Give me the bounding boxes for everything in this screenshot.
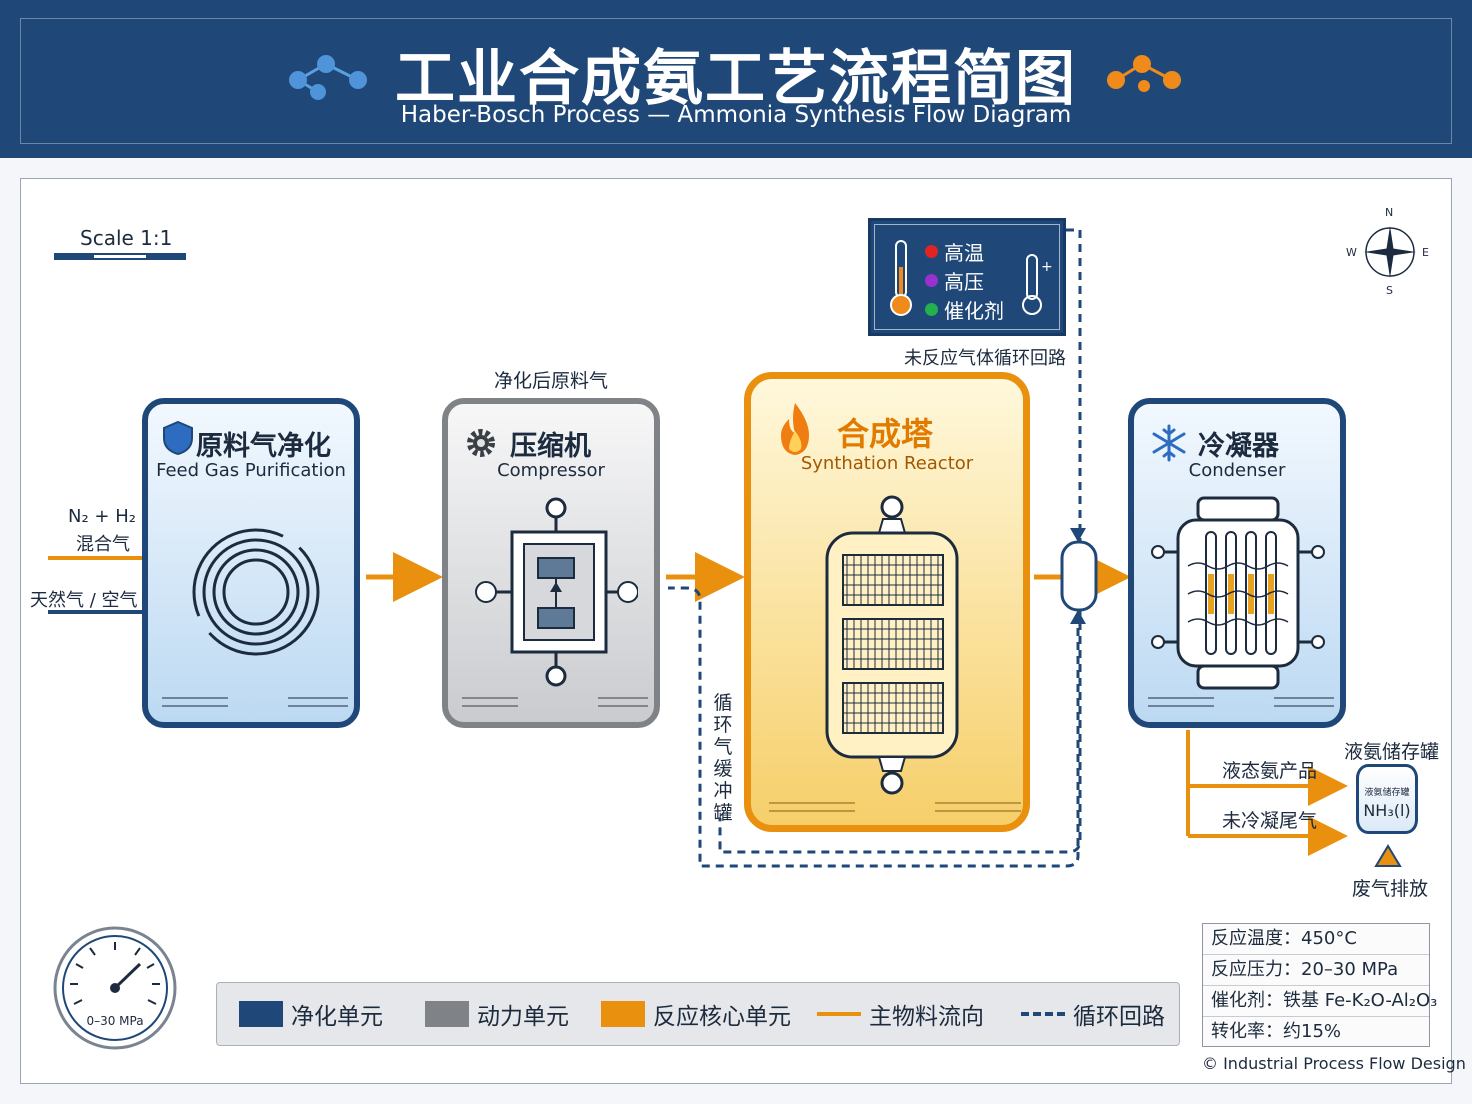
- legend-swatch: [1021, 1012, 1065, 1016]
- unit-purification-en: Feed Gas Purification: [156, 460, 346, 481]
- base-lines: [1148, 697, 1334, 707]
- legend-item: 动力单元: [425, 997, 569, 1031]
- condition-item: 催化剂: [925, 295, 1015, 324]
- unit-purification[interactable]: 原料气净化 Feed Gas Purification: [142, 398, 360, 728]
- storage-tank-label: 液氨储存罐: [1344, 741, 1440, 763]
- unit-compressor-en: Compressor: [497, 460, 605, 481]
- separator-valve: [1060, 528, 1098, 624]
- unit-purification-name: 原料气净化: [196, 431, 331, 462]
- snowflake-icon: [1152, 424, 1186, 462]
- page-title: 工业合成氨工艺流程简图: [395, 44, 1077, 114]
- molecule-orange-icon: [1107, 55, 1181, 92]
- filter-rings-icon: [192, 528, 320, 656]
- unit-condenser[interactable]: 冷凝器 Condenser: [1128, 398, 1346, 728]
- legend-swatch: [601, 1001, 645, 1027]
- input-natural-gas: 天然气 / 空气: [30, 590, 138, 611]
- purified-gas-label: 净化后原料气: [494, 370, 609, 392]
- unit-reactor[interactable]: 合成塔 Synthation Reactor: [744, 372, 1030, 832]
- svg-text:+: +: [1041, 259, 1053, 275]
- thermometer-plus-icon: +: [1022, 254, 1053, 315]
- input-formula: N₂ + H₂: [68, 506, 136, 527]
- unit-compressor[interactable]: 压缩机 Compressor: [442, 398, 660, 728]
- compass-e: E: [1422, 246, 1429, 259]
- param-row: 反应压力：20–30 MPa: [1203, 955, 1429, 986]
- compass-w: W: [1346, 246, 1357, 259]
- header-frame: [20, 18, 1452, 144]
- gear-icon: [467, 429, 495, 457]
- unit-reactor-en: Synthation Reactor: [800, 453, 974, 474]
- legend-item: 主物料流向: [817, 997, 984, 1031]
- input-mix-gas: 混合气: [76, 534, 130, 555]
- condition-item: 高温: [925, 237, 1015, 266]
- param-row: 反应温度：450°C: [1203, 924, 1429, 955]
- compass-icon: [1364, 226, 1416, 278]
- exhaust-triangle-icon: [1374, 844, 1402, 867]
- condition-dot: [925, 303, 938, 316]
- base-lines: [769, 802, 1021, 812]
- condition-dot: [925, 245, 938, 258]
- thermometer-icon: [890, 240, 912, 316]
- unit-condenser-name: 冷凝器: [1198, 431, 1279, 462]
- flame-icon: [781, 403, 809, 455]
- legend-item: 循环回路: [1021, 997, 1165, 1031]
- buffer-tank-label: 循环气缓冲罐: [713, 692, 733, 824]
- page-subtitle: Haber-Bosch Process — Ammonia Synthesis …: [400, 102, 1072, 128]
- unit-compressor-name: 压缩机: [510, 431, 591, 462]
- shield-icon: [163, 420, 193, 456]
- param-row: 转化率：约15%: [1211, 1021, 1342, 1042]
- condenser-drawing: [1151, 496, 1325, 690]
- conditions-panel: + 高温 高压 催化剂: [868, 218, 1066, 336]
- gauge-label: 0–30 MPa: [86, 1014, 144, 1028]
- legend-swatch: [425, 1001, 469, 1027]
- parameters-table: 反应温度：450°C 反应压力：20–30 MPa 催化剂：铁基 Fe-K₂O-…: [1202, 923, 1437, 1047]
- compass-s: S: [1386, 284, 1393, 297]
- unit-condenser-en: Condenser: [1188, 460, 1286, 481]
- base-lines: [162, 697, 348, 707]
- legend-item: 净化单元: [239, 997, 383, 1031]
- gauge-icon: [53, 926, 177, 1050]
- compressor-drawing: [475, 497, 638, 687]
- legend: 净化单元 动力单元 反应核心单元 主物料流向 循环回路: [216, 982, 1180, 1046]
- tail-gas-label: 未冷凝尾气: [1222, 810, 1318, 832]
- storage-tank-formula: NH₃(l): [1363, 801, 1411, 820]
- recycle-loop-label: 未反应气体循环回路: [904, 348, 1066, 369]
- legend-swatch: [239, 1001, 283, 1027]
- compass-n: N: [1385, 206, 1394, 219]
- header-banner: 工业合成氨工艺流程简图 Haber-Bosch Process — Ammoni…: [0, 0, 1472, 158]
- legend-swatch: [817, 1012, 861, 1016]
- storage-tank-small-label: 液氨储存罐: [1364, 788, 1410, 798]
- pressure-gauge: 0–30 MPa: [52, 926, 178, 1050]
- liquid-product-label: 液态氨产品: [1222, 760, 1318, 782]
- param-row: 催化剂：铁基 Fe-K₂O-Al₂O₃: [1203, 986, 1437, 1017]
- scale-bar: [54, 253, 186, 260]
- legend-item: 反应核心单元: [601, 997, 791, 1031]
- storage-tank[interactable]: 液氨储存罐 NH₃(l): [1356, 764, 1418, 834]
- recycle-loop-line: [718, 228, 1082, 854]
- conditions-list: 高温 高压 催化剂: [925, 237, 1015, 324]
- molecule-blue-icon: [289, 55, 367, 100]
- reactor-vessel: [825, 495, 959, 795]
- copyright: © Industrial Process Flow Design: [1202, 1054, 1466, 1073]
- condition-item: 高压: [925, 266, 1015, 295]
- exhaust-label: 废气排放: [1352, 878, 1429, 900]
- scale-label: Scale 1:1: [80, 226, 173, 250]
- compass-rose: N S E W: [1346, 206, 1430, 297]
- unit-reactor-name: 合成塔: [837, 415, 934, 453]
- base-lines: [462, 697, 648, 707]
- condition-dot: [925, 274, 938, 287]
